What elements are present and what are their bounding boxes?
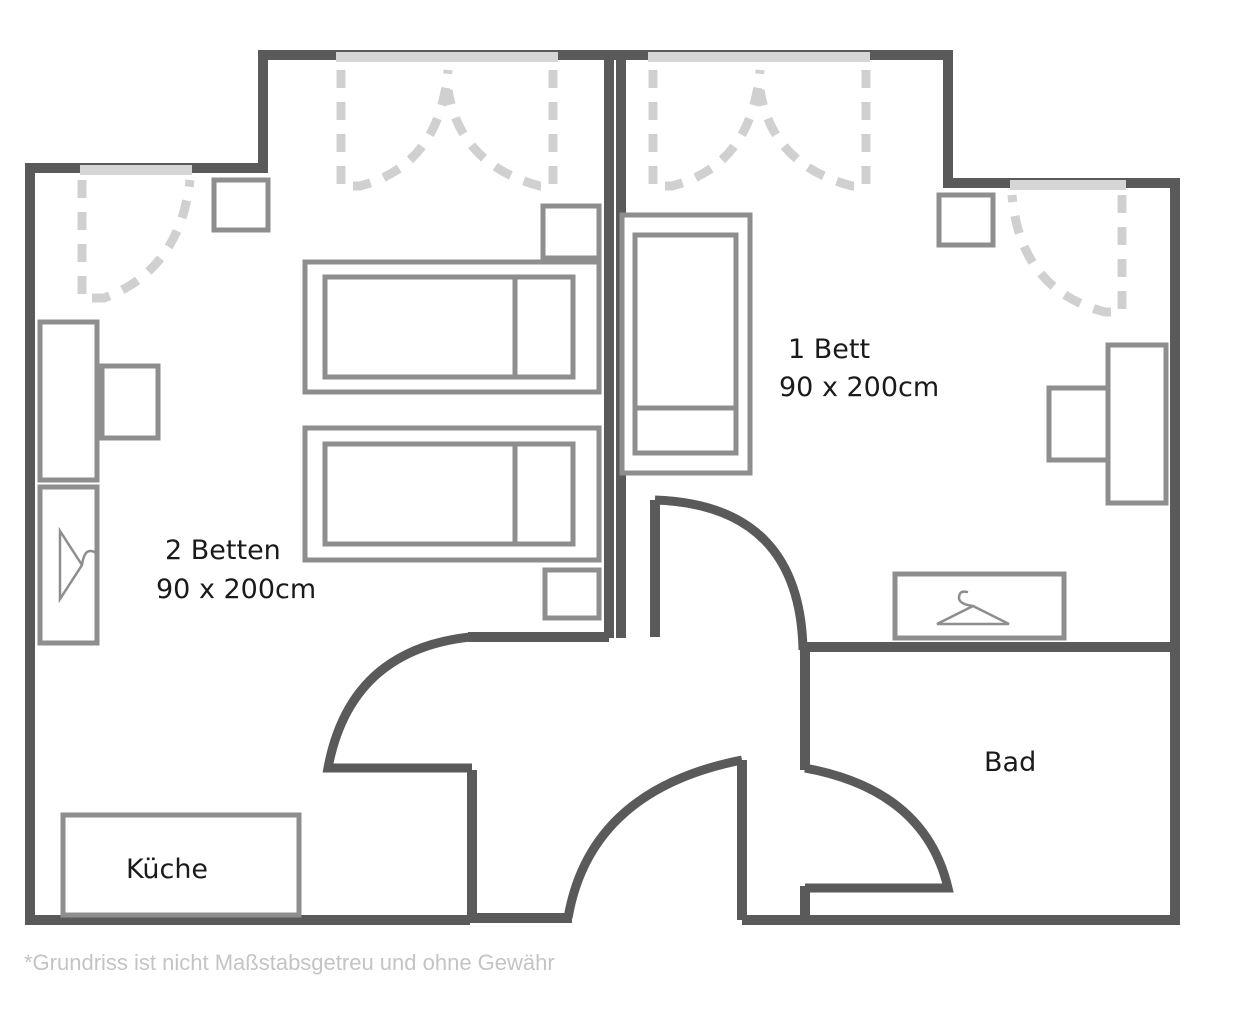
chair-left [99, 363, 161, 441]
window-swing-right-top-b [755, 70, 871, 191]
right-room-label-line1: 1 Bett [788, 334, 870, 365]
kitchen-counter [60, 812, 302, 918]
window-swings [77, 69, 1127, 317]
window-swing-left-top-a [336, 69, 453, 191]
door-right-room[interactable] [654, 495, 808, 651]
disclaimer-footnote: *Grundriss ist nicht Maßstabsgetreu und … [24, 950, 555, 975]
window-swing-right-top-a [648, 69, 765, 191]
wardrobe-left [37, 484, 100, 646]
door-bathroom[interactable] [804, 763, 954, 893]
right-room-label-line2: 90 x 200cm [779, 372, 939, 403]
bed-mattress-right [632, 232, 739, 456]
wardrobe-right [892, 571, 1067, 641]
door-entrance[interactable] [563, 755, 743, 919]
bed-mattress-upper [322, 274, 576, 380]
bathroom-label: Bad [984, 747, 1036, 778]
right-room-furniture [619, 192, 1169, 641]
window-swing-right-small [1007, 194, 1127, 317]
doors [322, 495, 954, 919]
left-room-label-line2: 90 x 200cm [156, 574, 316, 605]
chair-right [1046, 385, 1111, 463]
nightstand-top-left [211, 177, 271, 233]
nightstand-bottom-right [542, 567, 602, 621]
room-labels: 2 Betten 90 x 200cm 1 Bett 90 x 200cm Ba… [126, 334, 1036, 885]
bed-mattress-lower [322, 441, 576, 547]
desk-left [37, 319, 100, 483]
kitchen-label: Küche [126, 854, 208, 885]
door-left-room[interactable] [322, 632, 472, 773]
outer-wall-left-room [25, 50, 1180, 925]
outer-walls [25, 50, 1180, 925]
window-swing-left-top-b [443, 70, 558, 191]
hanger-icon-right [936, 590, 1010, 626]
window-swing-left-small [77, 179, 195, 303]
desk-right [1105, 342, 1169, 506]
windows [80, 52, 1126, 190]
hanger-icon-left [58, 526, 98, 604]
nightstand-right-room [936, 192, 996, 248]
left-room-furniture [37, 177, 602, 918]
nightstand-top-right [540, 203, 602, 261]
left-room-label-line1: 2 Betten [165, 535, 281, 566]
